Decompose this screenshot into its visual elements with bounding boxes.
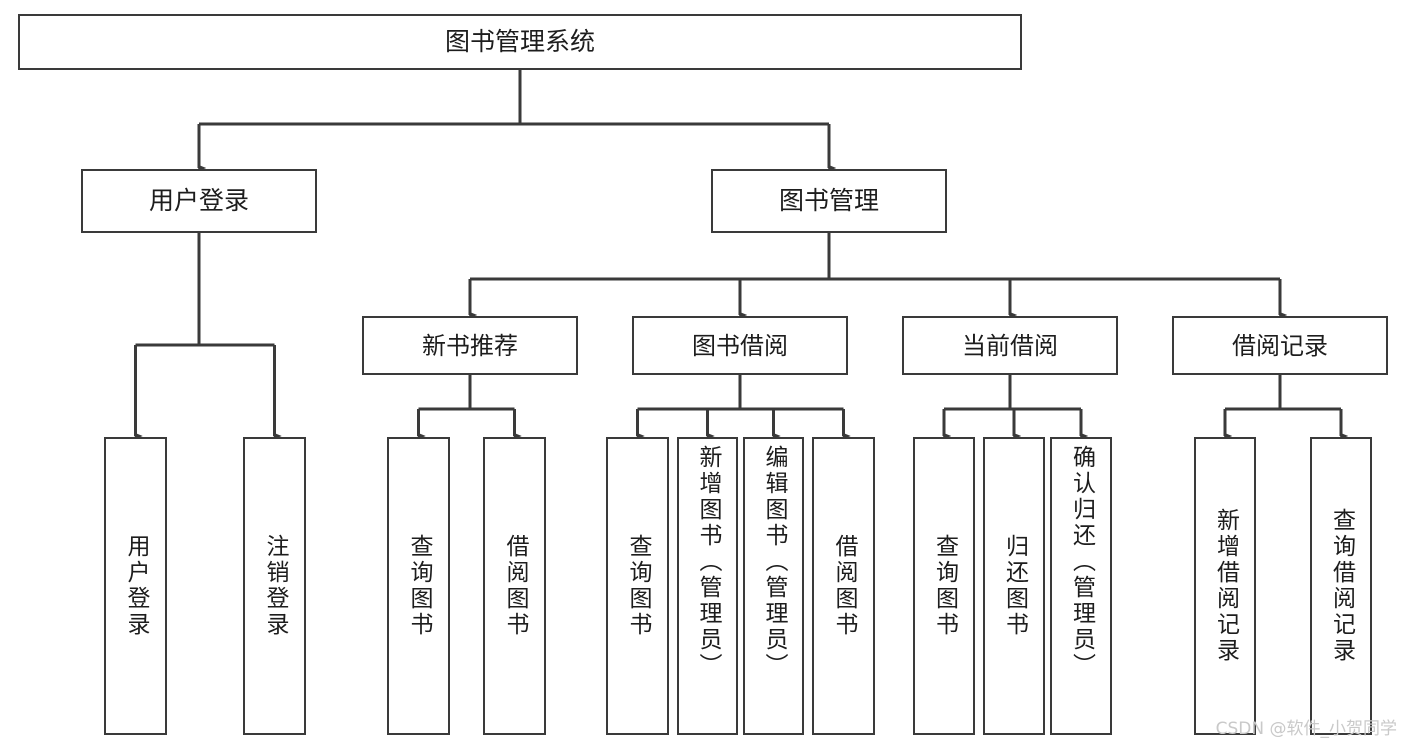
node-label: 查询图书: [625, 534, 651, 638]
node-label: 用户登录: [123, 534, 149, 638]
node-leaf-query-book-3[interactable]: 查询图书: [913, 437, 975, 735]
node-book-management[interactable]: 图书管理: [711, 169, 947, 233]
node-leaf-confirm-return-admin[interactable]: 确认归还（管理员）: [1050, 437, 1112, 735]
node-leaf-add-borrow-record[interactable]: 新增借阅记录: [1194, 437, 1256, 735]
node-label: 查询借阅记录: [1328, 508, 1355, 664]
node-leaf-query-book-2[interactable]: 查询图书: [606, 437, 669, 735]
node-label: 归还图书: [1001, 534, 1028, 638]
node-label: 确认归还（管理员）: [1068, 445, 1095, 679]
node-leaf-edit-book-admin[interactable]: 编辑图书（管理员）: [743, 437, 804, 735]
node-leaf-borrow-book-2[interactable]: 借阅图书: [812, 437, 875, 735]
node-label: 借阅记录: [1232, 331, 1328, 360]
node-label: 借阅图书: [831, 534, 857, 638]
node-leaf-borrow-book-1[interactable]: 借阅图书: [483, 437, 546, 735]
node-label: 新增借阅记录: [1212, 508, 1239, 664]
node-new-book-recommend[interactable]: 新书推荐: [362, 316, 578, 375]
node-label: 查询图书: [406, 534, 432, 638]
node-book-borrow[interactable]: 图书借阅: [632, 316, 848, 375]
watermark-text: CSDN @软件_小贺同学: [1215, 719, 1397, 739]
node-label: 图书借阅: [692, 331, 788, 360]
node-leaf-logout-login[interactable]: 注销登录: [243, 437, 306, 735]
node-label: 编辑图书（管理员）: [761, 445, 787, 679]
node-leaf-query-borrow-record[interactable]: 查询借阅记录: [1310, 437, 1372, 735]
node-leaf-user-login[interactable]: 用户登录: [104, 437, 167, 735]
node-borrow-record[interactable]: 借阅记录: [1172, 316, 1388, 375]
node-label: 新增图书（管理员）: [695, 445, 721, 679]
node-label: 用户登录: [148, 186, 249, 216]
node-label: 查询图书: [931, 534, 958, 638]
node-label: 借阅图书: [502, 534, 528, 638]
node-current-borrow[interactable]: 当前借阅: [902, 316, 1118, 375]
node-root[interactable]: 图书管理系统: [18, 14, 1022, 70]
node-label: 注销登录: [262, 534, 288, 638]
node-label: 图书管理: [778, 186, 879, 216]
node-leaf-add-book-admin[interactable]: 新增图书（管理员）: [677, 437, 738, 735]
node-user-login[interactable]: 用户登录: [81, 169, 317, 233]
edges-group: [134, 70, 1349, 440]
node-label: 图书管理系统: [444, 27, 595, 57]
node-leaf-query-book-1[interactable]: 查询图书: [387, 437, 450, 735]
node-label: 当前借阅: [962, 331, 1058, 360]
node-label: 新书推荐: [422, 331, 518, 360]
node-leaf-return-book[interactable]: 归还图书: [983, 437, 1045, 735]
